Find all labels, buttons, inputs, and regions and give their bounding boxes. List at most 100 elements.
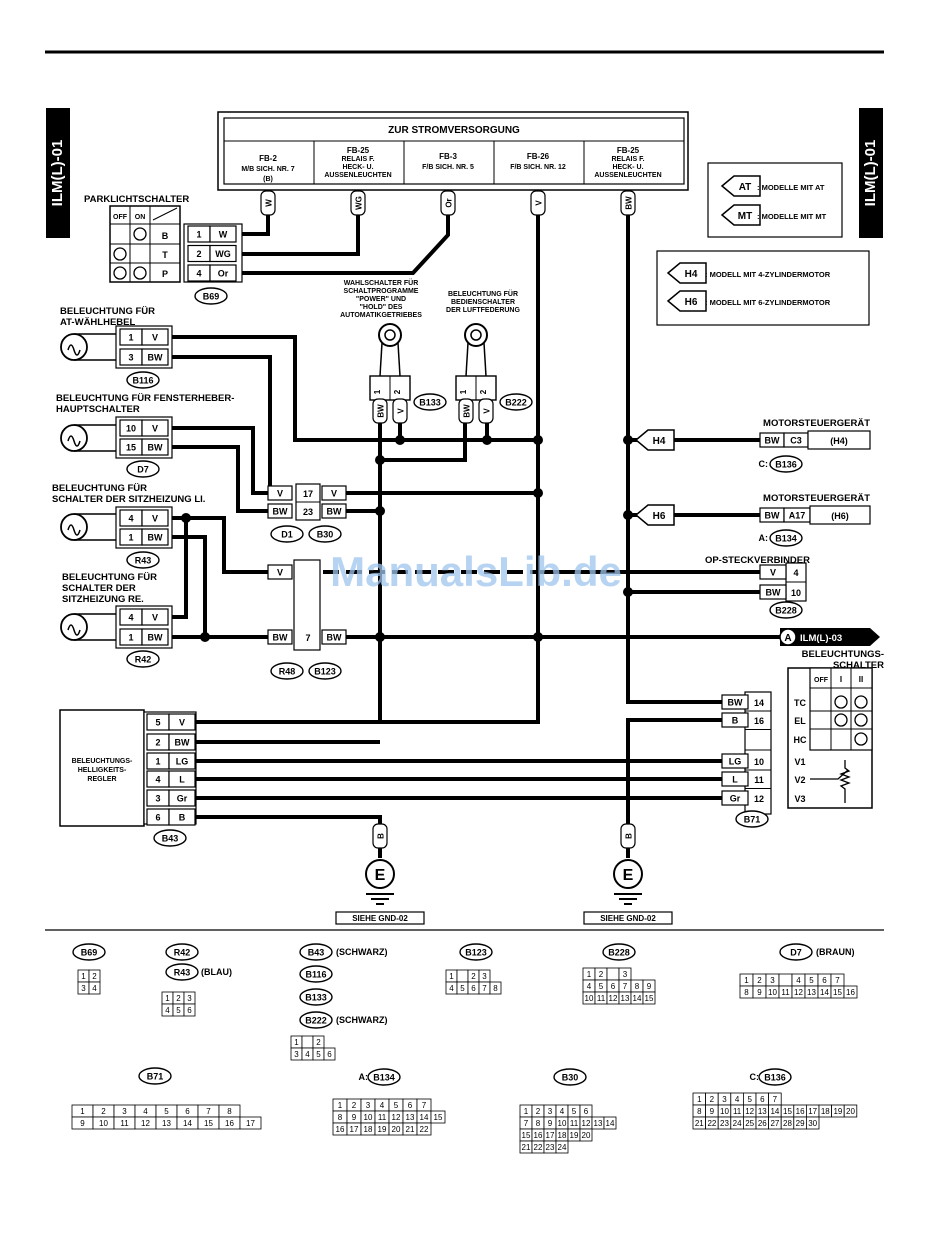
wire-wg: [240, 190, 360, 256]
face-b134-pin: 7: [422, 1101, 427, 1110]
mode-switch-wire-tag-text: V: [397, 408, 406, 414]
face-d7-pin: 4: [796, 976, 801, 985]
ecu-h4-tag: [634, 429, 675, 451]
face-b71-pin: 6: [185, 1107, 190, 1116]
mode-switch-wire-tag: [392, 398, 408, 424]
light-switch-wire-text: BW: [728, 698, 743, 708]
regulator-pin-wire: L: [179, 775, 185, 785]
mode-switch-lead: [379, 342, 383, 377]
face-b123-id-oval: [459, 943, 493, 961]
connector-b30: B30: [317, 530, 334, 540]
face-r43-pin: 3: [187, 994, 192, 1003]
op-pin: 4: [793, 568, 798, 578]
r48-connector: [293, 559, 321, 651]
face-b30-pin: 9: [548, 1119, 553, 1128]
fuse-label: (B): [263, 176, 273, 183]
window-switch-title: HAUPTSCHALTER: [56, 404, 140, 415]
light-switch-wire-text: LG: [729, 757, 742, 767]
face-b222-id-oval: [299, 1011, 333, 1029]
fuse-label: FB-25: [347, 146, 370, 155]
face-b71-pin: 15: [204, 1119, 213, 1128]
regulator-pin-number: 1: [155, 757, 160, 767]
face-b71-pin: 10: [99, 1119, 108, 1128]
legend-h4-text: : MODELL MIT 4-ZYLINDERMOTOR: [705, 270, 831, 279]
mode-switch-title: AUTOMATIKGETRIEBES: [340, 312, 422, 319]
air-switch-connector-oval: [499, 393, 533, 411]
park-pin-wire-box: [209, 264, 237, 282]
light-switch-terminal: V3: [794, 794, 805, 804]
park-switch-row-t: T: [162, 250, 168, 260]
face-d7-cell: [778, 973, 793, 987]
window-switch-pin-number: 10: [126, 424, 136, 434]
face-b136-pin: 12: [745, 1107, 754, 1116]
air-switch-wire-tag: [458, 398, 474, 424]
face-b136-pin: 5: [747, 1095, 752, 1104]
op-pin: 10: [791, 588, 801, 598]
seat-left-pin-wire: BW: [148, 533, 163, 543]
seat-left-lamp-icon: [60, 513, 88, 541]
light-switch-contact: [854, 713, 868, 727]
ecu-h4-prefix: C:: [759, 459, 769, 469]
wire-window-v: [172, 426, 270, 495]
face-b222-pin: 2: [316, 1038, 321, 1047]
side-tab-left-text: ILM(L)-01: [49, 140, 66, 207]
regulator-pin-number: 2: [155, 738, 160, 748]
at-lever-lamp-icon-filament: [67, 344, 81, 356]
face-b228-id: B228: [608, 948, 630, 958]
face-b123-pin: 2: [471, 972, 476, 981]
ecu-h4-box: [807, 430, 871, 450]
regulator-pin-number: 5: [155, 718, 160, 728]
face-b71-pin: 5: [164, 1107, 169, 1116]
park-pin-number: 4: [196, 269, 201, 279]
park-switch-contact: [113, 266, 127, 280]
face-d7-pin: 3: [770, 976, 775, 985]
face-b69-pin: 3: [81, 984, 86, 993]
regulator-pin-wire-box: [168, 808, 196, 826]
face-b30-pin: 10: [558, 1119, 567, 1128]
face-d7-pin: 14: [820, 988, 829, 997]
light-switch-wire: [721, 790, 749, 806]
ground-wire-tag-text: B: [377, 833, 386, 839]
legend-h6-tag-text: H6: [685, 297, 698, 308]
face-b71-pin: 17: [246, 1119, 255, 1128]
at-lever-lamp-icon: [60, 333, 88, 361]
face-b228-pin: 9: [647, 982, 652, 991]
light-switch-terminal: V1: [794, 757, 805, 767]
air-switch-pin-2: 2: [479, 389, 488, 394]
face-b228-cell: [606, 967, 620, 981]
face-d7-pin: 15: [833, 988, 842, 997]
park-switch-contact: [113, 247, 127, 261]
face-b134-pin: 21: [406, 1125, 415, 1134]
face-d7-pin: 1: [744, 976, 749, 985]
connector-r48: R48: [279, 667, 296, 677]
face-b123-pin: 3: [482, 972, 487, 981]
seat-left-title: BELEUCHTUNG FÜR: [52, 483, 147, 494]
light-switch-contact: [834, 695, 848, 709]
face-b123-cell: [489, 981, 502, 995]
face-b222-note: (SCHWARZ): [336, 1015, 388, 1025]
mode-switch-title: SCHALTPROGRAMME: [344, 288, 419, 295]
face-d7-pin: 9: [757, 988, 762, 997]
window-switch-pin-wire: BW: [148, 443, 163, 453]
side-tab-left: [46, 108, 70, 238]
face-b228-pin: 5: [599, 982, 604, 991]
face-b228-pin: 11: [597, 994, 606, 1003]
power-wire-tag: [530, 190, 546, 216]
ecu-h6-tag-text: H6: [653, 511, 666, 522]
face-b136-pin: 11: [733, 1107, 742, 1116]
d1-right-wire-text: BW: [327, 507, 342, 517]
face-b30-pin: 12: [582, 1119, 591, 1128]
r48-pin: 7: [305, 633, 310, 643]
face-b136-pin: 29: [796, 1119, 805, 1128]
park-switch-on: ON: [135, 214, 146, 221]
regulator-title: REGLER: [87, 776, 116, 783]
face-r43-pin: 2: [176, 994, 181, 1003]
ground-symbol: E: [623, 867, 634, 884]
legend-mt-text: : MODELLE MIT MT: [757, 212, 827, 221]
face-b133-id: B133: [305, 993, 327, 1003]
wire-at-bw: [172, 355, 290, 495]
d1-right-wire: [321, 485, 347, 501]
light-switch-wire-text: B: [732, 716, 739, 726]
regulator-pin-wire-box: [168, 770, 196, 788]
connector-d1: D1: [281, 530, 293, 540]
